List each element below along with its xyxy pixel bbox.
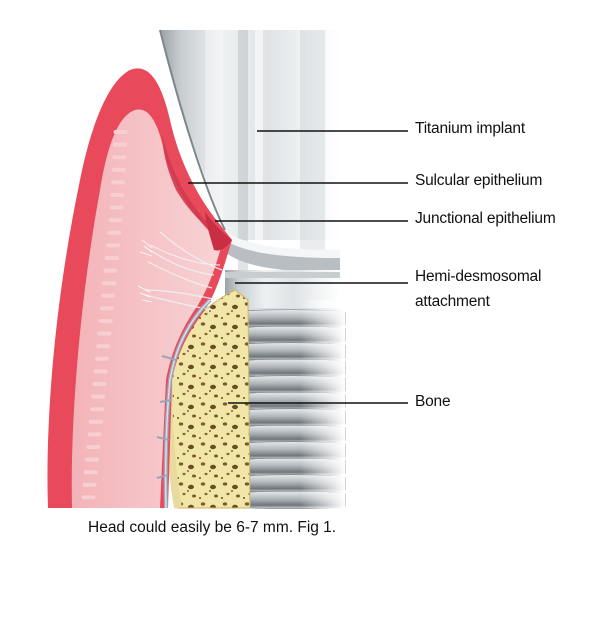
label-attachment: attachment (415, 293, 490, 310)
rete-peg (99, 306, 114, 311)
rete-peg (82, 482, 97, 487)
gingiva (47, 68, 233, 509)
label-junctional-epithelium: Junctional epithelium (415, 210, 556, 227)
label-bone: Bone (415, 393, 451, 410)
rete-peg (110, 193, 125, 197)
rete-peg (81, 495, 96, 500)
rete-peg (83, 470, 98, 475)
label-titanium-implant: Titanium implant (415, 120, 525, 137)
rete-peg (97, 331, 112, 336)
rete-peg (109, 205, 124, 210)
rete-peg (113, 130, 128, 134)
rete-peg (112, 155, 127, 160)
rete-peg (101, 293, 116, 298)
rete-peg (92, 382, 107, 386)
titanium-implant (159, 29, 340, 310)
leader-lines (188, 130, 408, 404)
figure-caption: Head could easily be 6-7 mm. Fig 1. (88, 519, 337, 536)
rete-peg (107, 230, 122, 235)
rete-peg (112, 142, 127, 147)
rete-peg (86, 445, 101, 449)
rete-peg (85, 457, 100, 462)
implant-threads (235, 300, 346, 510)
rete-peg (90, 407, 105, 412)
label-sulcular-epithelium: Sulcular epithelium (415, 172, 543, 189)
rete-peg (94, 356, 109, 361)
rete-peg (88, 419, 103, 424)
rete-peg (98, 319, 113, 323)
rete-peg (87, 432, 102, 437)
label-hemi-desmosomal: Hemi-desmosomal (415, 268, 542, 285)
rete-peg (102, 281, 117, 286)
rete-peg (105, 243, 120, 248)
rete-peg (104, 256, 119, 260)
rete-peg (103, 268, 118, 273)
rete-peg (93, 369, 108, 374)
rete-peg (108, 218, 123, 223)
rete-peg (111, 180, 126, 185)
rete-peg (96, 344, 111, 349)
rete-peg (111, 167, 126, 172)
rete-peg (91, 394, 106, 399)
